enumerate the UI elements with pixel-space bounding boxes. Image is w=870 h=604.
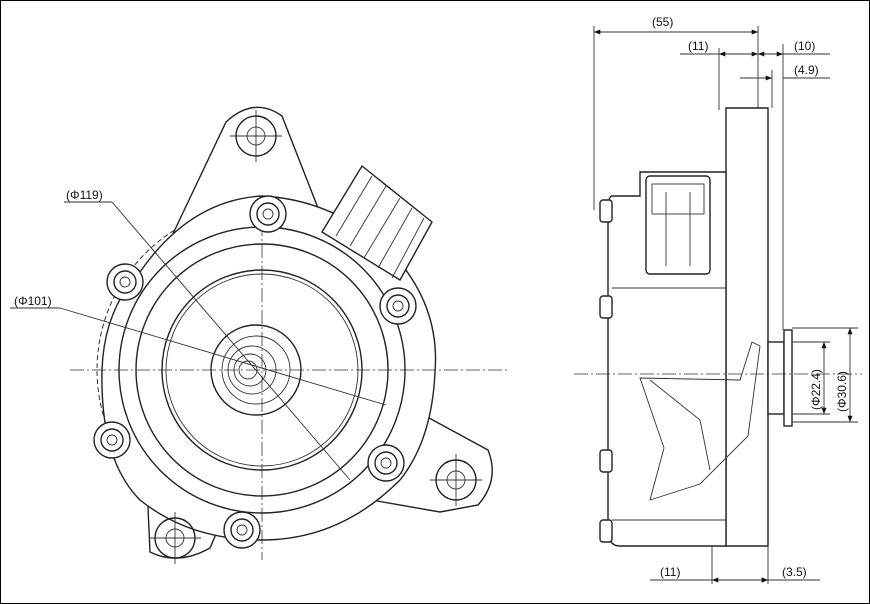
front-view: (Φ119) (Φ101) (10, 106, 510, 564)
mount-hole-bottom-left (149, 512, 201, 564)
side-bolt-2 (599, 295, 613, 319)
impeller-vane (639, 341, 761, 501)
flange-plate (725, 107, 769, 547)
dim-phi22-4: (Φ22.4) (809, 369, 823, 410)
side-view: (55) (11) (10) (4.9) (Φ22.4) (Φ30.6) (11… (574, 15, 862, 584)
connector-block (321, 164, 433, 281)
mount-hole-top (230, 110, 282, 162)
screw-boss-bottom (223, 511, 261, 549)
side-bolt-1 (599, 199, 613, 223)
dim-phi119: (Φ119) (66, 188, 103, 202)
dim-4-9: (4.9) (794, 63, 819, 77)
side-bolt-4 (599, 519, 613, 543)
screw-boss-left-upper (106, 263, 144, 301)
dim-11-top: (11) (688, 39, 708, 53)
side-connector (645, 175, 711, 275)
screw-boss-right-lower (367, 444, 405, 482)
mount-hole-right (430, 454, 482, 506)
shaft-nose (767, 341, 785, 415)
dim-11-bottom: (11) (660, 565, 680, 579)
screw-boss-top (249, 195, 287, 233)
dim-10: (10) (794, 39, 815, 53)
side-bolt-3 (599, 449, 613, 473)
dim-3-5: (3.5) (782, 565, 807, 579)
dim-phi30-6: (Φ30.6) (835, 371, 849, 412)
screw-boss-right-upper (379, 287, 417, 325)
screw-boss-left-lower (93, 421, 131, 459)
dim-55: (55) (652, 15, 673, 29)
dim-phi101: (Φ101) (14, 294, 52, 308)
